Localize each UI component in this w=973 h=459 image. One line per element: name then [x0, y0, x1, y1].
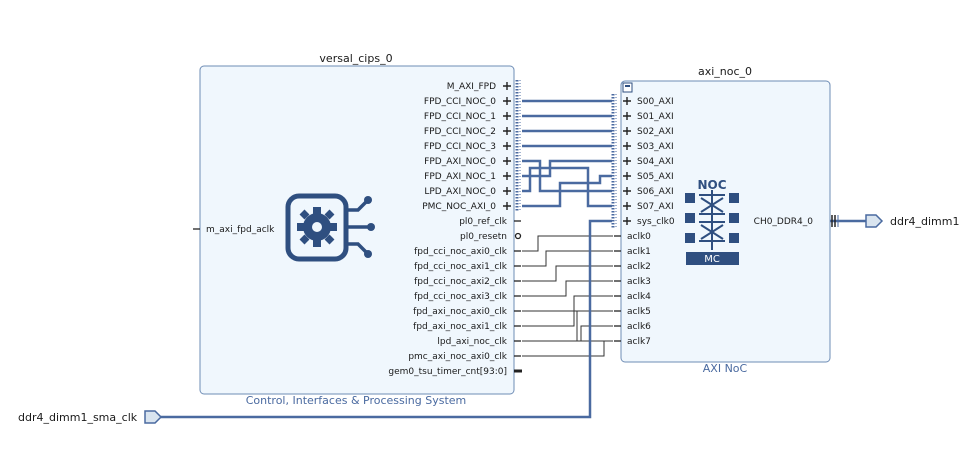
pin-label: PMC_NOC_AXI_0: [422, 202, 496, 212]
pin-label: fpd_cci_noc_axi2_clk: [414, 277, 508, 287]
noc-bus-pin-markers[interactable]: [623, 97, 631, 225]
noc-aclk-pin-stubs[interactable]: [614, 235, 621, 342]
pin-label: S04_AXI: [637, 157, 674, 167]
noc-collapse-button[interactable]: [622, 82, 633, 93]
pin-label: FPD_CCI_NOC_0: [424, 97, 496, 107]
pin-label: S06_AXI: [637, 187, 674, 197]
external-port-ddr4-dimm1[interactable]: ddr4_dimm1: [865, 214, 959, 228]
pin-label: aclk1: [627, 247, 651, 257]
axi-noc-block[interactable]: axi_noc_0 AXI NoC NOC: [611, 65, 866, 375]
cips-instance-name: versal_cips_0: [319, 52, 392, 65]
pin-label: fpd_cci_noc_axi1_clk: [414, 262, 508, 272]
pin-label: fpd_axi_noc_axi1_clk: [413, 322, 508, 332]
external-port-sma-clk[interactable]: ddr4_dimm1_sma_clk: [18, 410, 163, 424]
pin-label: aclk5: [627, 307, 651, 317]
cips-subtitle: Control, Interfaces & Processing System: [246, 394, 467, 407]
pin-label: aclk4: [627, 292, 651, 302]
pin-label: fpd_cci_noc_axi0_clk: [414, 247, 508, 257]
cips-signal-pin-stubs[interactable]: [514, 220, 522, 373]
pin-label: lpd_axi_noc_clk: [437, 337, 507, 347]
pin-label: M_AXI_FPD: [447, 82, 496, 92]
pin-label: gem0_tsu_timer_cnt[93:0]: [388, 367, 507, 377]
pin-label: fpd_axi_noc_axi0_clk: [413, 307, 508, 317]
cips-left-pin-label: m_axi_fpd_aclk: [206, 225, 275, 235]
noc-right-pin-label: CH0_DDR4_0: [754, 217, 814, 227]
pin-label: S05_AXI: [637, 172, 674, 182]
sys-clk-net[interactable]: [159, 219, 612, 419]
pin-label: fpd_cci_noc_axi3_clk: [414, 292, 508, 302]
clock-nets[interactable]: [522, 235, 613, 357]
pin-label: pmc_axi_noc_axi0_clk: [408, 352, 507, 362]
pin-label: S03_AXI: [637, 142, 674, 152]
noc-icon-bottom-label: MC: [704, 254, 720, 265]
noc-icon: NOC MC: [685, 178, 739, 265]
pin-label: LPD_AXI_NOC_0: [424, 187, 496, 197]
noc-instance-name: axi_noc_0: [698, 65, 752, 78]
pin-label: aclk2: [627, 262, 651, 272]
pin-label: FPD_AXI_NOC_0: [424, 157, 496, 167]
pin-label: FPD_CCI_NOC_3: [424, 142, 496, 152]
pin-label: pl0_ref_clk: [459, 217, 508, 227]
versal-cips-block[interactable]: versal_cips_0 Control, Interfaces & Proc…: [193, 52, 522, 407]
cips-right-pin-labels: M_AXI_FPD FPD_CCI_NOC_0 FPD_CCI_NOC_1 FP…: [388, 82, 507, 377]
pin-label: FPD_CCI_NOC_2: [424, 127, 496, 137]
sma-clk-port-label: ddr4_dimm1_sma_clk: [18, 411, 138, 424]
pin-label: S02_AXI: [637, 127, 674, 137]
noc-icon-top-label: NOC: [697, 178, 726, 192]
pin-label: pl0_resetn: [460, 232, 507, 242]
pin-label: FPD_CCI_NOC_1: [424, 112, 496, 122]
pin-label: S01_AXI: [637, 112, 674, 122]
pin-label: S00_AXI: [637, 97, 674, 107]
pin-label: aclk3: [627, 277, 651, 287]
pin-label: aclk7: [627, 337, 651, 347]
pin-label: FPD_AXI_NOC_1: [424, 172, 496, 182]
cips-block-body[interactable]: [199, 65, 515, 395]
pin-label: sys_clk0: [637, 217, 675, 227]
noc-left-pin-labels: S00_AXI S01_AXI S02_AXI S03_AXI S04_AXI …: [627, 97, 675, 347]
noc-ddr-bus-pin[interactable]: [830, 215, 866, 227]
ddr-port-label: ddr4_dimm1: [890, 215, 959, 228]
pin-label: aclk6: [627, 322, 651, 332]
noc-subtitle: AXI NoC: [703, 362, 748, 375]
axi-bus-nets[interactable]: [522, 99, 612, 208]
pin-label: S07_AXI: [637, 202, 674, 212]
cips-bus-pin-markers[interactable]: [503, 82, 511, 210]
cips-gear-icon: [285, 193, 375, 262]
pin-label: aclk0: [627, 232, 651, 242]
